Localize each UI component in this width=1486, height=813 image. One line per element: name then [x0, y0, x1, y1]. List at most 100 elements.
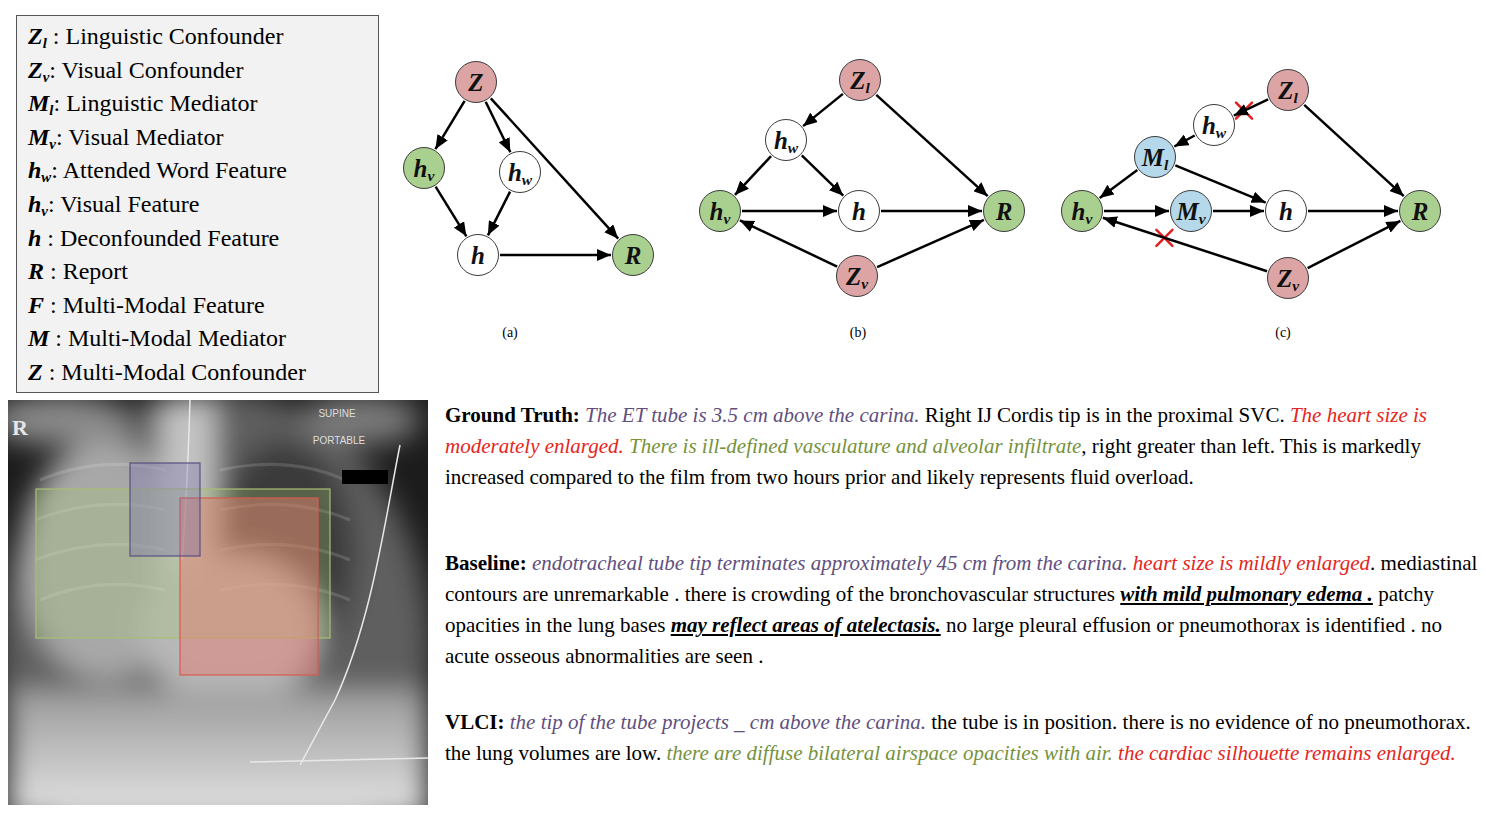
symbol: Mv: [1176, 198, 1205, 225]
legend-meaning: : Multi-Modal Feature: [44, 292, 265, 318]
symbol: M: [28, 325, 49, 351]
symbol-letter: h: [710, 198, 724, 225]
subfigure-label: (a): [502, 325, 518, 341]
legend-meaning: : Visual Mediator: [56, 124, 223, 150]
variable-name: Ml: [1142, 145, 1169, 170]
torso: [8, 400, 428, 805]
symbol: Zl: [1278, 77, 1298, 104]
symbol-subscript: w: [522, 171, 532, 188]
arrow-connector: [491, 98, 618, 238]
symbol-subscript: w: [41, 170, 51, 186]
variable-circle: R: [983, 190, 1025, 232]
shoulder: [300, 400, 420, 445]
symbol: hw: [774, 127, 798, 154]
symbol-letter: M: [1142, 144, 1164, 171]
legend-meaning: : Visual Confounder: [49, 57, 243, 83]
arrow-connector: [740, 220, 837, 266]
report-heading: VLCI:: [445, 710, 505, 734]
symbol: Zv: [28, 57, 49, 83]
variable-name: hw: [774, 128, 798, 153]
symbol-subscript: v: [43, 69, 50, 85]
symbol-letter: Z: [468, 69, 483, 96]
arrow-connector: [803, 94, 843, 126]
legend-meaning: : Linguistic Confounder: [47, 23, 284, 49]
arrow-connector: [1174, 135, 1194, 146]
arrow-connector: [876, 95, 987, 196]
symbol: Ml: [1142, 144, 1169, 171]
variable-name: R: [996, 199, 1013, 224]
legend-entry: Z : Multi-Modal Confounder: [28, 358, 306, 386]
symbol: Zv: [1277, 265, 1299, 292]
symbol-subscript: v: [428, 167, 435, 184]
legend-entry: hv: Visual Feature: [28, 190, 199, 218]
variable-circle: Ml: [1134, 136, 1176, 178]
symbol-subscript: l: [1164, 156, 1168, 173]
image-marker: R: [12, 415, 28, 441]
symbol: Ml: [28, 90, 53, 116]
symbol: hv: [28, 191, 48, 217]
symbol-letter: F: [28, 292, 44, 318]
report-sentence: with mild pulmonary edema .: [1120, 582, 1373, 606]
symbol-subscript: v: [49, 136, 56, 152]
symbol-letter: h: [852, 198, 866, 225]
legend-entry: Ml: Linguistic Mediator: [28, 89, 257, 117]
symbol-letter: R: [28, 258, 44, 284]
symbol-letter: R: [625, 242, 642, 269]
symbol-letter: h: [471, 242, 485, 269]
arrow-connector: [877, 220, 984, 267]
symbol: hw: [508, 159, 532, 186]
variable-circle: hv: [699, 190, 741, 232]
symbol: Zl: [28, 23, 47, 49]
report-sentence: endotracheal tube tip terminates approxi…: [532, 551, 1128, 575]
variable-circle: h: [838, 190, 880, 232]
arrow-connector: [1100, 170, 1138, 198]
variable-circle: Zv: [836, 255, 878, 297]
shoulder: [8, 400, 130, 445]
symbol-letter: R: [996, 198, 1013, 225]
symbol: Z: [28, 359, 43, 385]
symbol-letter: Z: [1277, 265, 1292, 292]
symbol-letter: M: [28, 90, 49, 116]
variable-name: Z: [468, 70, 483, 95]
legend-entry: h : Deconfounded Feature: [28, 224, 279, 252]
xray-anatomy: [8, 400, 428, 805]
arrow-connector: [436, 187, 467, 237]
symbol-subscript: l: [865, 79, 869, 96]
symbol-subscript: l: [49, 102, 53, 118]
legend-meaning: : Attended Word Feature: [51, 157, 287, 183]
symbol-letter: M: [1176, 198, 1198, 225]
variable-circle: hw: [499, 151, 541, 193]
variable-name: hw: [508, 160, 532, 185]
symbol-subscript: v: [1292, 277, 1299, 294]
region-box: [130, 463, 200, 556]
symbol-letter: R: [1412, 198, 1429, 225]
variable-circle: h: [457, 234, 499, 276]
symbol-subscript: v: [41, 203, 48, 219]
report-paragraph: VLCI:the tip of the tube projects _ cm a…: [445, 707, 1480, 769]
legend-meaning: : Report: [44, 258, 128, 284]
report-sentence: heart size is mildly enlarged: [1133, 551, 1370, 575]
arrow-connector: [1234, 99, 1268, 115]
wire: [250, 758, 428, 762]
symbol-letter: Z: [28, 57, 43, 83]
symbol-subscript: v: [1199, 210, 1206, 227]
variable-name: h: [852, 199, 866, 224]
symbol-letter: Z: [846, 263, 861, 290]
report-paragraph: Ground Truth:The ET tube is 3.5 cm above…: [445, 400, 1480, 493]
legend-entry: Zv: Visual Confounder: [28, 56, 243, 84]
legend-meaning: : Deconfounded Feature: [41, 225, 279, 251]
report-sentence: the tip of the tube projects _ cm above …: [510, 710, 926, 734]
legend-meaning: : Multi-Modal Confounder: [43, 359, 306, 385]
legend-entry: Zl : Linguistic Confounder: [28, 22, 283, 50]
symbol: Mv: [28, 124, 56, 150]
symbol-letter: Z: [28, 359, 43, 385]
variable-circle: hv: [1061, 190, 1103, 232]
legend-entry: R : Report: [28, 257, 128, 285]
legend-box: Zl : Linguistic ConfounderZv: Visual Con…: [16, 15, 379, 393]
arrow-connector: [486, 102, 511, 152]
variable-name: h: [471, 243, 485, 268]
symbol-letter: Z: [850, 67, 865, 94]
legend-meaning: : Multi-Modal Mediator: [49, 325, 286, 351]
symbol-letter: M: [28, 124, 49, 150]
symbol: h: [1279, 198, 1293, 225]
